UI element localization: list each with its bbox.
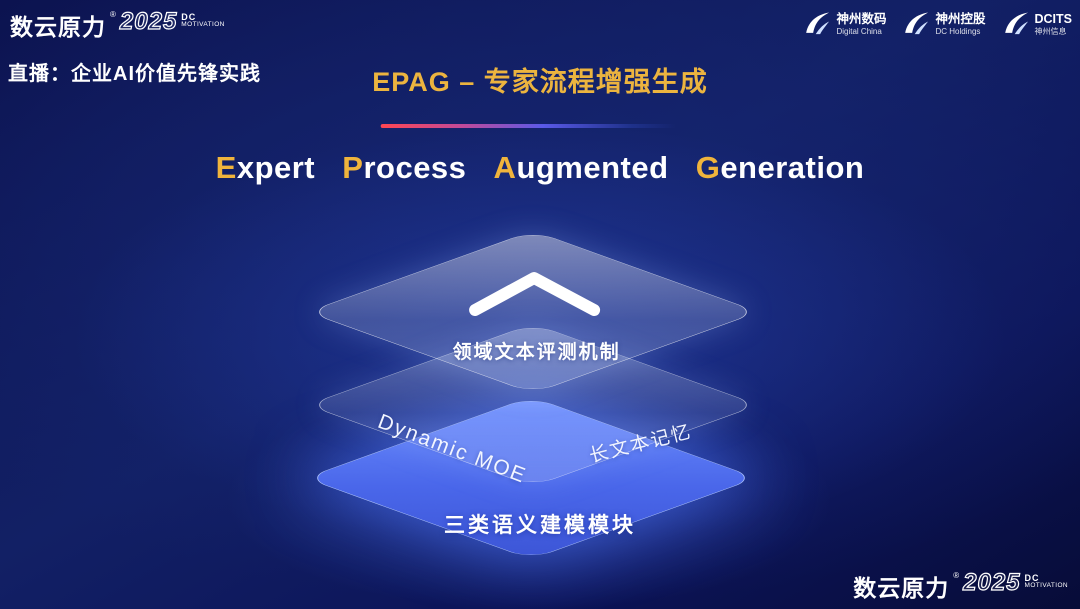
logo-line2: Digital China [836, 26, 882, 36]
logo-digital-china: 神州数码 Digital China [803, 10, 886, 38]
swoosh-icon [806, 12, 830, 35]
brand-tagline-motivation: MOTIVATION [181, 21, 225, 29]
subtitle-initial: G [695, 150, 721, 185]
brand-tagline-dc: DC [1024, 573, 1040, 583]
subtitle-word: Expert [216, 150, 316, 185]
logo-text: DCITS 神州信息 [1035, 12, 1073, 36]
subtitle: Expert Process Augmented Generation [0, 150, 1080, 186]
brand-year: 2025 [963, 568, 1021, 596]
corporate-logos: 神州数码 Digital China 神州控股 DC Holdings DCIT… [803, 10, 1072, 38]
subtitle-rest: rocess [363, 150, 467, 185]
subtitle-word: Generation [696, 150, 865, 185]
logo-text: 神州数码 Digital China [836, 12, 886, 36]
logo-dc-holdings: 神州控股 DC Holdings [902, 10, 986, 38]
subtitle-rest: xpert [236, 150, 316, 185]
subtitle-rest: ugmented [516, 150, 669, 185]
subtitle-initial: P [342, 150, 364, 185]
subtitle-initial: E [215, 150, 237, 185]
brand-tagline-motivation: MOTIVATION [1024, 582, 1068, 590]
gradient-divider [380, 124, 676, 128]
bottom-layer-label: 三类语义建模模块 [444, 514, 636, 537]
top-layer-label: 领域文本评测机制 [452, 342, 621, 363]
logo-dcits: DCITS 神州信息 [1002, 10, 1073, 38]
logo-line1: DCITS [1034, 12, 1073, 27]
logo-line1: 神州数码 [836, 12, 887, 27]
logo-line2: 神州信息 [1034, 26, 1067, 36]
subtitle-word: Process [342, 150, 466, 185]
brand-name: 数云原力 [10, 14, 106, 40]
registered-mark-icon: ® [110, 10, 116, 19]
subtitle-rest: eneration [720, 150, 865, 185]
chevron-up-icon [469, 272, 601, 316]
brand-logo-top-left: 数云原力 ® 2025 DC MOTIVATION [10, 7, 225, 42]
live-stream-label: 直播：企业AI价值先锋实践 [8, 63, 261, 85]
page-title: EPAG – 专家流程增强生成 [372, 67, 708, 97]
subtitle-initial: A [493, 150, 517, 185]
brand-year: 2025 [119, 7, 178, 35]
swoosh-icon [1004, 12, 1028, 35]
logo-line2: DC Holdings [935, 26, 981, 36]
brand-name: 数云原力 [853, 575, 950, 601]
brand-tagline: DC MOTIVATION [1025, 569, 1068, 590]
logo-text: 神州控股 DC Holdings [935, 12, 985, 36]
registered-mark-icon: ® [953, 571, 960, 580]
brand-tagline: DC MOTIVATION [181, 8, 224, 29]
logo-line1: 神州控股 [935, 12, 986, 27]
brand-tagline-dc: DC [181, 12, 197, 22]
swoosh-icon [905, 12, 929, 35]
subtitle-word: Augmented [494, 150, 669, 185]
brand-logo-bottom-right: 数云原力 ® 2025 DC MOTIVATION [853, 568, 1068, 603]
